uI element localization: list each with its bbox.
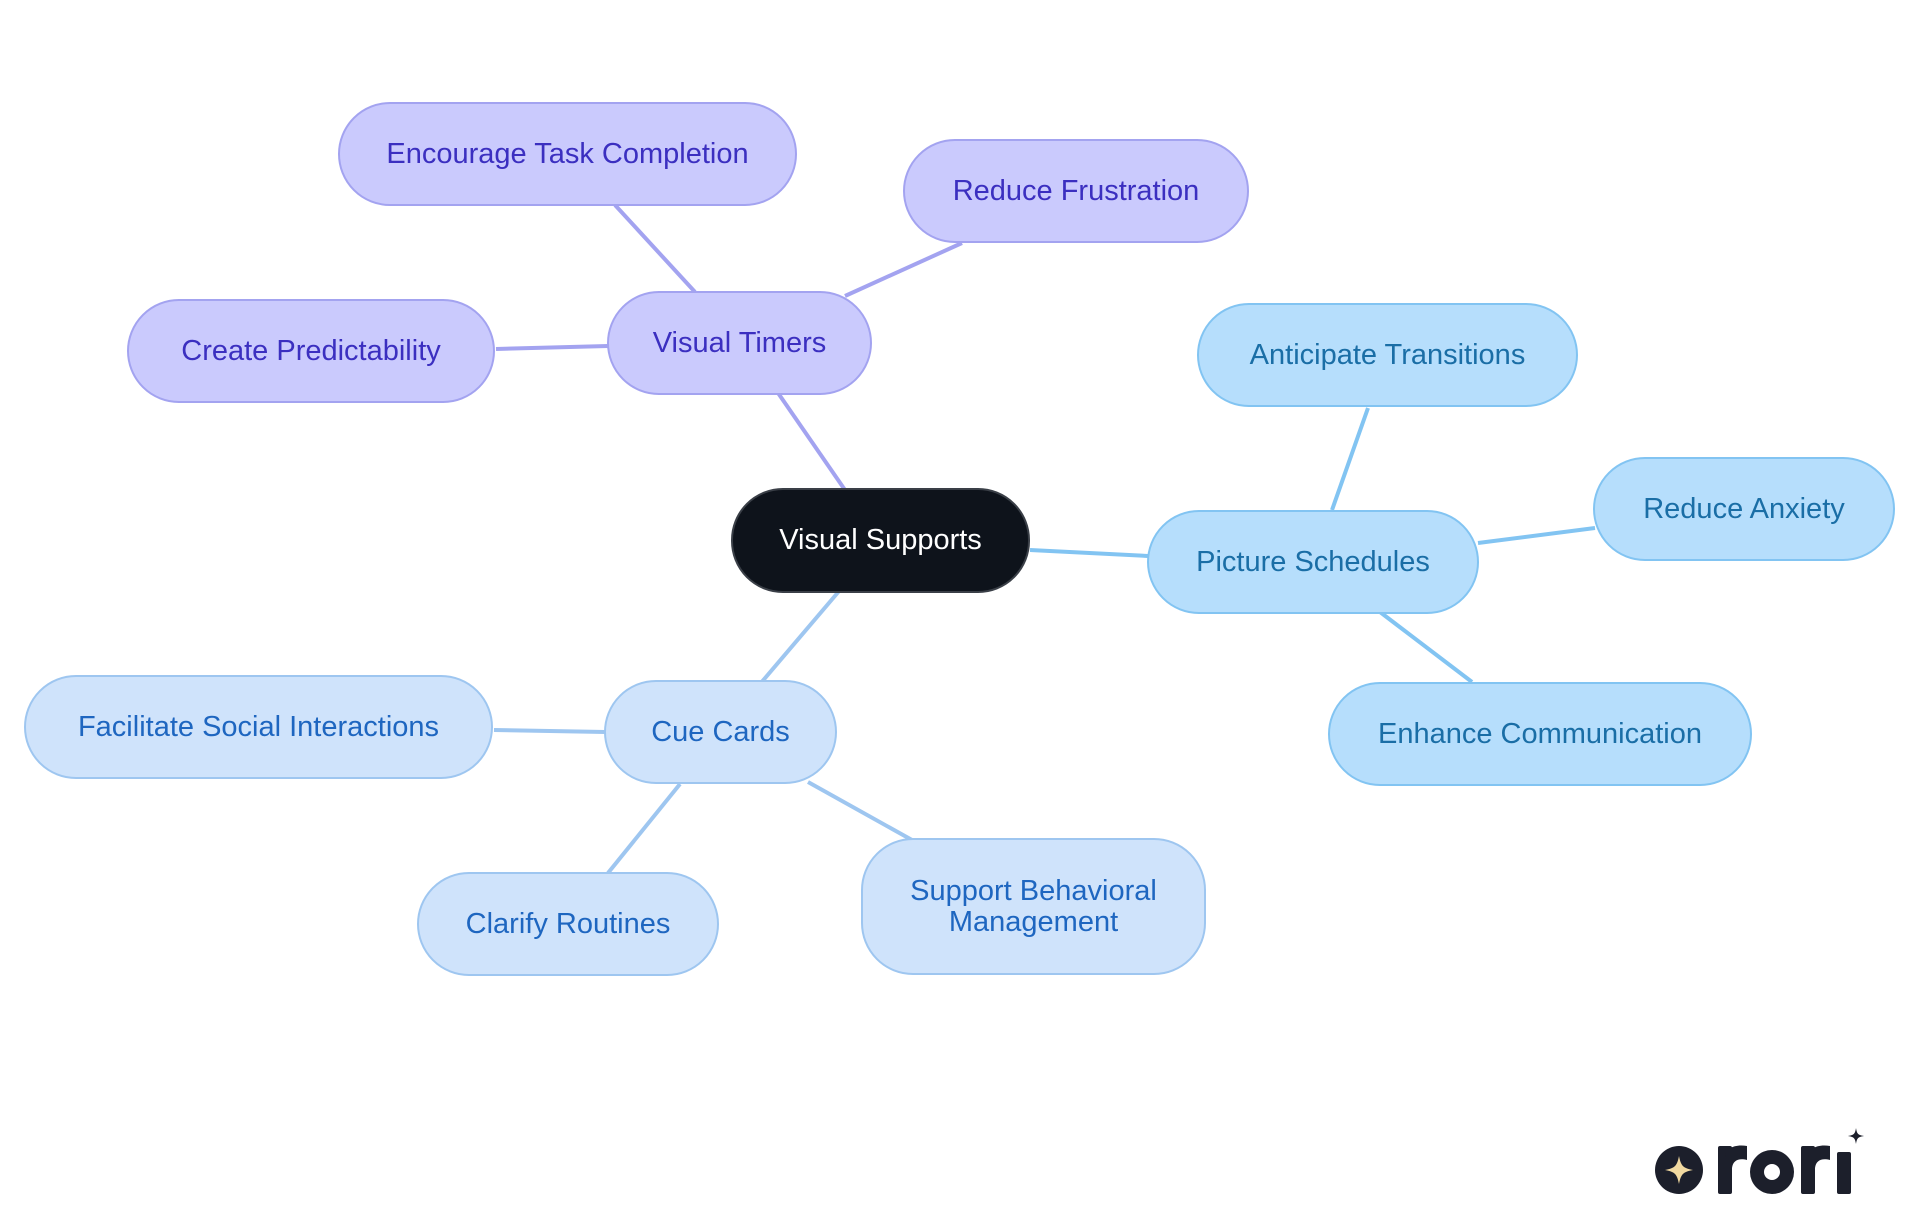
node-reduce-anxiety[interactable]: Reduce Anxiety [1593, 457, 1895, 561]
edge-cue-social [493, 728, 606, 734]
node-facilitate-social-interactions[interactable]: Facilitate Social Interactions [24, 675, 493, 779]
node-create-predictability[interactable]: Create Predictability [127, 299, 495, 403]
node-visual-supports[interactable]: Visual Supports [731, 488, 1030, 593]
edge-schedules-communication [1378, 610, 1474, 684]
edge-schedules-transitions [1330, 407, 1370, 511]
node-enhance-communication[interactable]: Enhance Communication [1328, 682, 1752, 786]
rori-logo [1655, 1128, 1864, 1194]
edge-root-cue-cards [758, 588, 842, 686]
sparkle-icon [1655, 1146, 1703, 1194]
edge-timers-predictability [495, 344, 609, 351]
node-picture-schedules[interactable]: Picture Schedules [1147, 510, 1479, 614]
edge-root-visual-timers [774, 388, 847, 492]
node-support-behavioral-management[interactable]: Support Behavioral Management [861, 838, 1206, 975]
rori-wordmark [1718, 1128, 1864, 1194]
edge-root-picture-schedules [1029, 548, 1149, 558]
node-visual-timers[interactable]: Visual Timers [607, 291, 872, 395]
edge-cue-routines [606, 782, 682, 875]
edge-cue-behavioral [807, 780, 913, 842]
node-cue-cards[interactable]: Cue Cards [604, 680, 837, 784]
edge-timers-encourage [613, 203, 697, 294]
node-clarify-routines[interactable]: Clarify Routines [417, 872, 719, 976]
node-anticipate-transitions[interactable]: Anticipate Transitions [1197, 303, 1578, 407]
node-reduce-frustration[interactable]: Reduce Frustration [903, 139, 1249, 243]
edge-timers-frustration [844, 241, 963, 298]
edge-schedules-anxiety [1477, 526, 1596, 545]
node-encourage-task-completion[interactable]: Encourage Task Completion [338, 102, 797, 206]
